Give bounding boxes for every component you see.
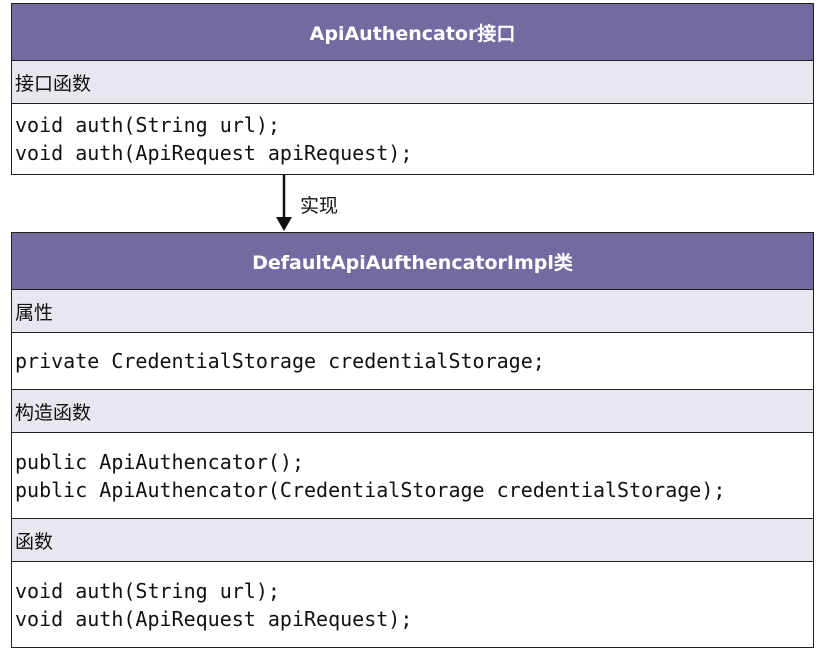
attributes-list: private CredentialStorage credentialStor… (12, 333, 813, 390)
function-item: void auth(String url); (15, 578, 280, 603)
constructors-section-label: 构造函数 (12, 390, 813, 433)
interface-title: ApiAuthencator接口 (12, 4, 813, 61)
impl-title: DefaultApiAufthencatorImpl类 (12, 233, 813, 290)
attributes-section-label: 属性 (12, 290, 813, 333)
interface-methods: void auth(String url); void auth(ApiRequ… (12, 104, 813, 173)
interface-method: void auth(ApiRequest apiRequest); (15, 140, 413, 165)
interface-box: ApiAuthencator接口 接口函数 void auth(String u… (11, 3, 814, 175)
implements-label: 实现 (300, 195, 339, 217)
constructor-item: public ApiAuthencator(CredentialStorage … (15, 477, 726, 502)
attribute-item: private CredentialStorage credentialStor… (15, 349, 545, 373)
functions-list: void auth(String url); void auth(ApiRequ… (12, 562, 813, 647)
interface-method: void auth(String url); (15, 112, 280, 137)
functions-section-label: 函数 (12, 519, 813, 562)
interface-section-label: 接口函数 (12, 61, 813, 104)
constructors-list: public ApiAuthencator(); public ApiAuthe… (12, 433, 813, 519)
impl-box: DefaultApiAufthencatorImpl类 属性 private C… (11, 232, 814, 648)
constructor-item: public ApiAuthencator(); (15, 449, 304, 474)
function-item: void auth(ApiRequest apiRequest); (15, 606, 413, 631)
implements-arrow (276, 175, 292, 231)
